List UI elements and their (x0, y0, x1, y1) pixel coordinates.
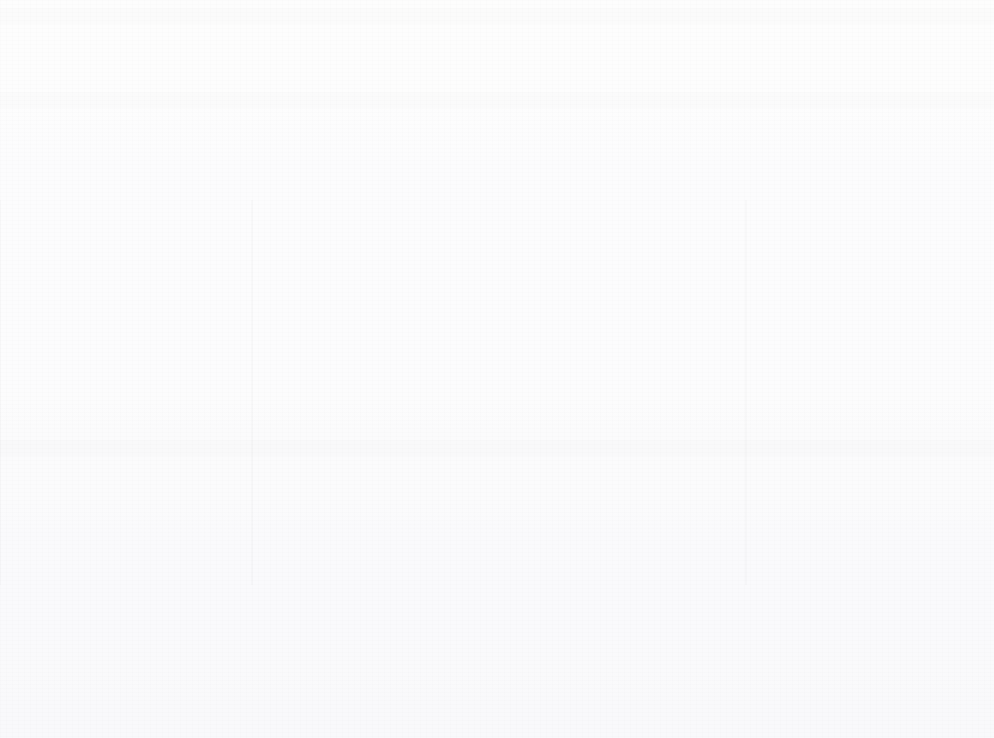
faint-band (0, 92, 994, 108)
faint-header-band (0, 8, 994, 24)
left-column (0, 200, 252, 585)
center-column (252, 200, 746, 585)
right-column (746, 200, 994, 585)
